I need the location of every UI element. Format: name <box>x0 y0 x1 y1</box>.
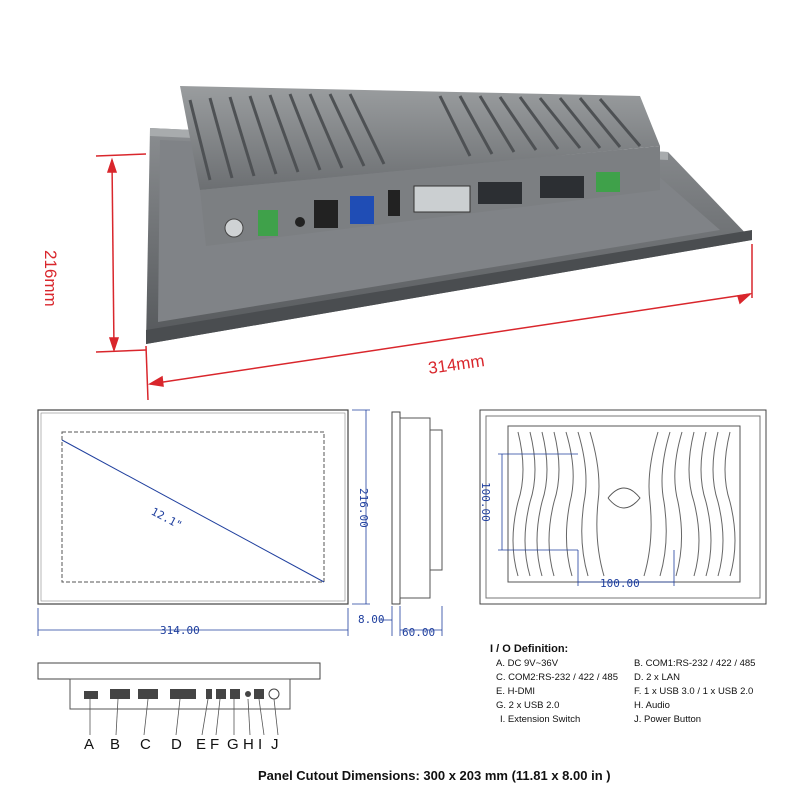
io-item-i: I. Extension Switch <box>500 714 581 725</box>
port-label-d: D <box>171 736 182 753</box>
port-label-h: H <box>243 736 254 753</box>
front-width-label: 314.00 <box>160 624 200 637</box>
rear-view-drawing <box>479 409 767 605</box>
rear-horizontal-label: 100.00 <box>600 577 640 590</box>
io-item-d: D. 2 x LAN <box>634 672 680 683</box>
bottom-io-drawing <box>37 662 321 735</box>
port-label-i: I <box>258 736 263 753</box>
port-label-c: C <box>140 736 151 753</box>
diagonal-line <box>61 439 325 583</box>
panel-cutout-dimensions: Panel Cutout Dimensions: 300 x 203 mm (1… <box>258 768 611 783</box>
power-button-photo <box>224 218 244 238</box>
rear-vertical-label: 100.00 <box>479 482 492 522</box>
port-label-j: J <box>271 736 279 753</box>
front-view-drawing <box>37 409 370 636</box>
io-item-a: A. DC 9V~36V <box>496 658 559 669</box>
device-photo <box>95 86 753 400</box>
port-label-f: F <box>210 736 220 753</box>
io-definition-title: I / O Definition: <box>490 643 569 655</box>
port-label-e: E <box>196 736 207 753</box>
io-item-g: G. 2 x USB 2.0 <box>496 700 560 711</box>
depth-label: 60.00 <box>402 626 436 639</box>
heatsink-fins <box>188 93 642 181</box>
port-label-a: A <box>84 736 95 753</box>
side-view-drawing <box>380 411 443 636</box>
io-item-h: H. Audio <box>634 700 670 711</box>
io-item-f: F. 1 x USB 3.0 / 1 x USB 2.0 <box>634 686 754 697</box>
heatsink <box>180 86 660 190</box>
port-label-g: G <box>227 736 239 753</box>
bezel-label: 8.00 <box>358 613 385 626</box>
io-item-c: C. COM2:RS-232 / 422 / 485 <box>496 672 618 683</box>
io-item-b: B. COM1:RS-232 / 422 / 485 <box>634 658 756 669</box>
port-label-b: B <box>110 736 121 753</box>
extension-switch-photo <box>258 210 278 236</box>
photo-height-label: 216mm <box>41 250 60 307</box>
io-item-j: J. Power Button <box>634 714 702 725</box>
rear-fins <box>512 431 736 577</box>
io-item-e: E. H-DMI <box>496 686 536 697</box>
